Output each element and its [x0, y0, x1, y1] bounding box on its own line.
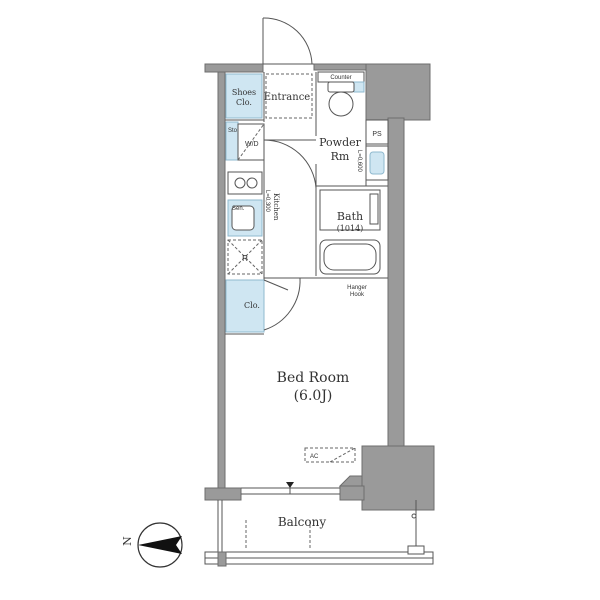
- kitchen-sink: [231, 205, 255, 231]
- bedroom-closet: [225, 279, 265, 333]
- top-wall-right: [313, 63, 367, 71]
- right-pier: [387, 117, 405, 451]
- north-label: N: [121, 536, 134, 546]
- angled-wall: [338, 475, 363, 487]
- sen-label: Sen.: [232, 206, 245, 212]
- north-arrow-icon: [137, 522, 183, 568]
- entry-marker-icon: [286, 482, 294, 488]
- ps-label: PS: [372, 131, 382, 138]
- sink-dim-label: L=0,600: [356, 150, 362, 173]
- ac-label: AC: [310, 454, 319, 460]
- hanger-hook-label-1: Hanger: [347, 285, 367, 291]
- bottom-wall-left: [204, 487, 242, 501]
- hanger-hook-label-2: Hook: [350, 292, 365, 298]
- bath-label: Bath: [337, 210, 363, 223]
- pipe-space: [365, 119, 389, 145]
- balcony-window[interactable]: [241, 487, 340, 495]
- entrance-label: Entrance: [264, 92, 311, 103]
- air-conditioner: [304, 447, 356, 463]
- shoes-closet: [225, 73, 263, 119]
- structural-column-bottom: [361, 445, 435, 511]
- powder-room-label-2: Rm: [331, 150, 350, 163]
- counter-label: Counter: [330, 75, 351, 81]
- powder-room-label-1: Powder: [319, 136, 362, 149]
- balcony-label: Balcony: [278, 515, 326, 529]
- closet-label: Clo.: [244, 301, 260, 310]
- entrance-door[interactable]: [262, 17, 314, 65]
- wash-basin: [353, 81, 365, 93]
- closet-door[interactable]: [263, 277, 301, 331]
- refrigerator: [227, 239, 263, 275]
- r-label: R: [242, 254, 248, 263]
- wd-label: W/D: [245, 141, 259, 148]
- left-wall: [217, 71, 226, 491]
- kitchen-dim-label: L=0,300: [264, 190, 270, 213]
- toilet-icon: [327, 81, 355, 117]
- sto-label: Sto.: [228, 128, 239, 134]
- burner-1-icon: [234, 177, 246, 189]
- bedroom-label: Bed Room: [277, 370, 350, 386]
- balcony-parapet: [204, 551, 434, 559]
- drain-icon: [411, 513, 417, 519]
- kitchen-door[interactable]: [263, 139, 317, 189]
- top-wall-left: [204, 63, 264, 73]
- shoes-closet-label-2: Clo.: [236, 98, 252, 107]
- bedroom-size-label: (6.0J): [294, 388, 333, 404]
- bath-size-label: (1014): [337, 224, 364, 233]
- bottom-wall-right: [339, 485, 365, 501]
- structural-column-top: [365, 63, 431, 121]
- burner-2-icon: [246, 177, 258, 189]
- shoes-closet-label-1: Shoes: [232, 88, 256, 97]
- bathtub-icon: [319, 239, 381, 275]
- kitchen-label: Kitchen: [272, 193, 280, 221]
- entrance-step: [265, 73, 313, 119]
